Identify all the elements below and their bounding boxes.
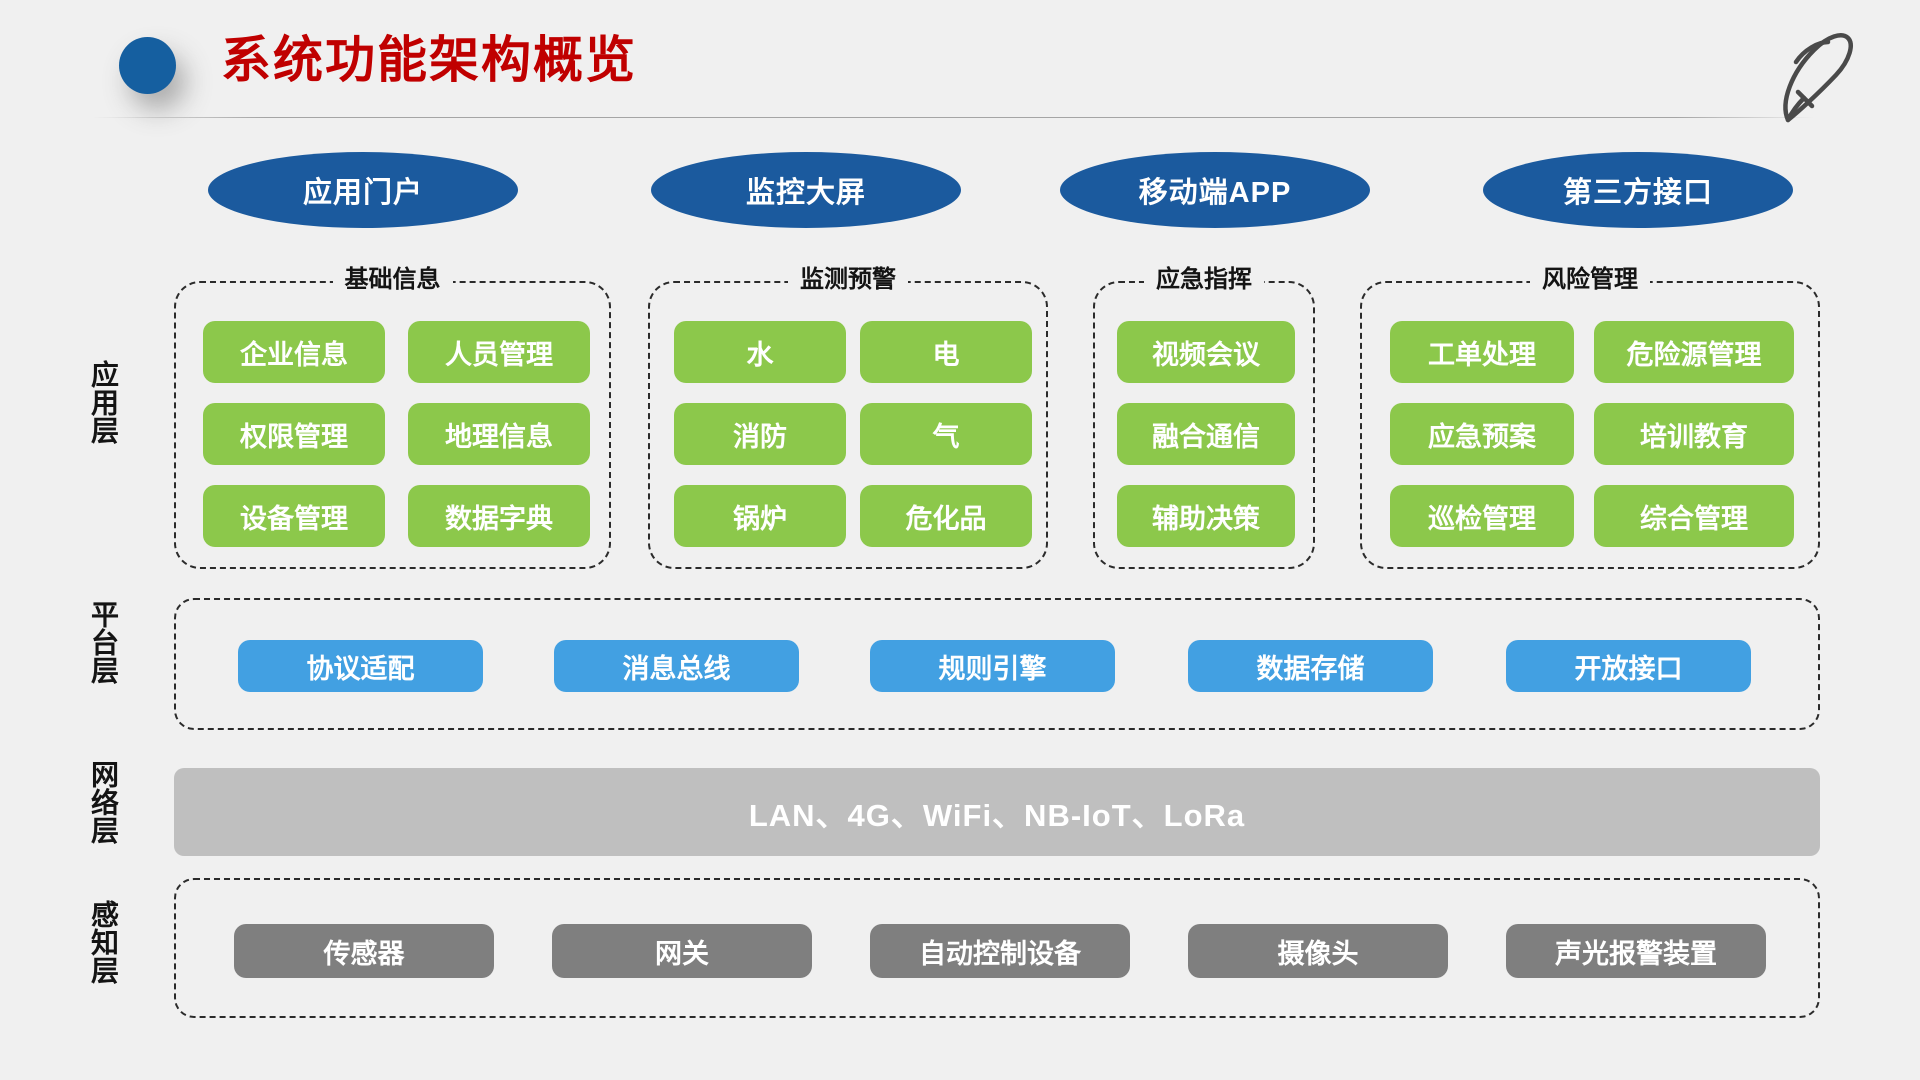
app-tile-data-dictionary[interactable]: 数据字典	[408, 485, 590, 547]
layer-label-application: 应用层	[80, 360, 126, 457]
layer-label-char: 平台层	[88, 600, 119, 684]
channel-mobile-app[interactable]: 移动端APP	[1060, 152, 1370, 228]
platform-tile-message-bus[interactable]: 消息总线	[554, 640, 799, 692]
layer-label-char: 网络层	[88, 760, 119, 844]
app-group-basic-info: 基础信息 企业信息 人员管理 权限管理 地理信息 设备管理 数据字典	[174, 264, 611, 569]
perception-tile-gateway[interactable]: 网关	[552, 924, 812, 978]
app-tile-work-order[interactable]: 工单处理	[1390, 321, 1574, 383]
page-header: 系统功能架构概览	[0, 0, 1920, 123]
layer-label-perception: 感知层	[80, 900, 126, 997]
app-tile-gas[interactable]: 气	[860, 403, 1032, 465]
app-tile-inspection-management[interactable]: 巡检管理	[1390, 485, 1574, 547]
platform-layer-box: 协议适配 消息总线 规则引擎 数据存储 开放接口	[174, 598, 1820, 730]
app-tile-training-education[interactable]: 培训教育	[1594, 403, 1794, 465]
perception-tile-sensor[interactable]: 传感器	[234, 924, 494, 978]
layer-label-platform: 平台层	[80, 600, 126, 697]
app-tile-comprehensive-management[interactable]: 综合管理	[1594, 485, 1794, 547]
app-tile-hazardous-chemicals[interactable]: 危化品	[860, 485, 1032, 547]
layer-label-char: 感知层	[88, 900, 119, 984]
app-tile-permission-management[interactable]: 权限管理	[203, 403, 385, 465]
app-tile-geographic-info[interactable]: 地理信息	[408, 403, 590, 465]
app-group-title: 基础信息	[332, 264, 453, 296]
app-tile-enterprise-info[interactable]: 企业信息	[203, 321, 385, 383]
perception-tile-audible-visual-alarm[interactable]: 声光报警装置	[1506, 924, 1766, 978]
app-tile-boiler[interactable]: 锅炉	[674, 485, 846, 547]
app-group-risk-management: 风险管理 工单处理 危险源管理 应急预案 培训教育 巡检管理 综合管理	[1360, 264, 1820, 569]
layer-label-network: 网络层	[80, 760, 126, 857]
header-divider	[92, 117, 1814, 118]
app-tile-video-conference[interactable]: 视频会议	[1117, 321, 1295, 383]
app-tile-device-management[interactable]: 设备管理	[203, 485, 385, 547]
platform-tile-data-storage[interactable]: 数据存储	[1188, 640, 1433, 692]
app-tile-electricity[interactable]: 电	[860, 321, 1032, 383]
layer-label-char: 应用层	[88, 360, 119, 444]
app-tile-hazard-source-management[interactable]: 危险源管理	[1594, 321, 1794, 383]
app-group-emergency-command: 应急指挥 视频会议 融合通信 辅助决策	[1093, 264, 1315, 569]
perception-layer-box: 传感器 网关 自动控制设备 摄像头 声光报警装置	[174, 878, 1820, 1018]
platform-tile-rule-engine[interactable]: 规则引擎	[870, 640, 1115, 692]
page-title: 系统功能架构概览	[221, 32, 637, 88]
header-bullet-icon	[119, 37, 176, 94]
app-tile-decision-support[interactable]: 辅助决策	[1117, 485, 1295, 547]
channel-third-party-api[interactable]: 第三方接口	[1483, 152, 1793, 228]
network-layer-band: LAN、4G、WiFi、NB-IoT、LoRa	[174, 768, 1820, 856]
app-group-title: 应急指挥	[1144, 264, 1264, 296]
platform-tile-protocol-adapter[interactable]: 协议适配	[238, 640, 483, 692]
app-tile-water[interactable]: 水	[674, 321, 846, 383]
channel-app-portal[interactable]: 应用门户	[208, 152, 518, 228]
app-group-title: 监测预警	[788, 264, 908, 296]
perception-tile-auto-control-device[interactable]: 自动控制设备	[870, 924, 1130, 978]
app-tile-emergency-plan[interactable]: 应急预案	[1390, 403, 1574, 465]
app-tile-fire-protection[interactable]: 消防	[674, 403, 846, 465]
app-group-monitoring-alert: 监测预警 水 电 消防 气 锅炉 危化品	[648, 264, 1048, 569]
app-tile-converged-communication[interactable]: 融合通信	[1117, 403, 1295, 465]
channel-monitor-screen[interactable]: 监控大屏	[651, 152, 961, 228]
platform-tile-open-api[interactable]: 开放接口	[1506, 640, 1751, 692]
app-tile-personnel-management[interactable]: 人员管理	[408, 321, 590, 383]
app-group-title: 风险管理	[1530, 264, 1650, 296]
pen-icon	[1783, 33, 1853, 123]
perception-tile-camera[interactable]: 摄像头	[1188, 924, 1448, 978]
